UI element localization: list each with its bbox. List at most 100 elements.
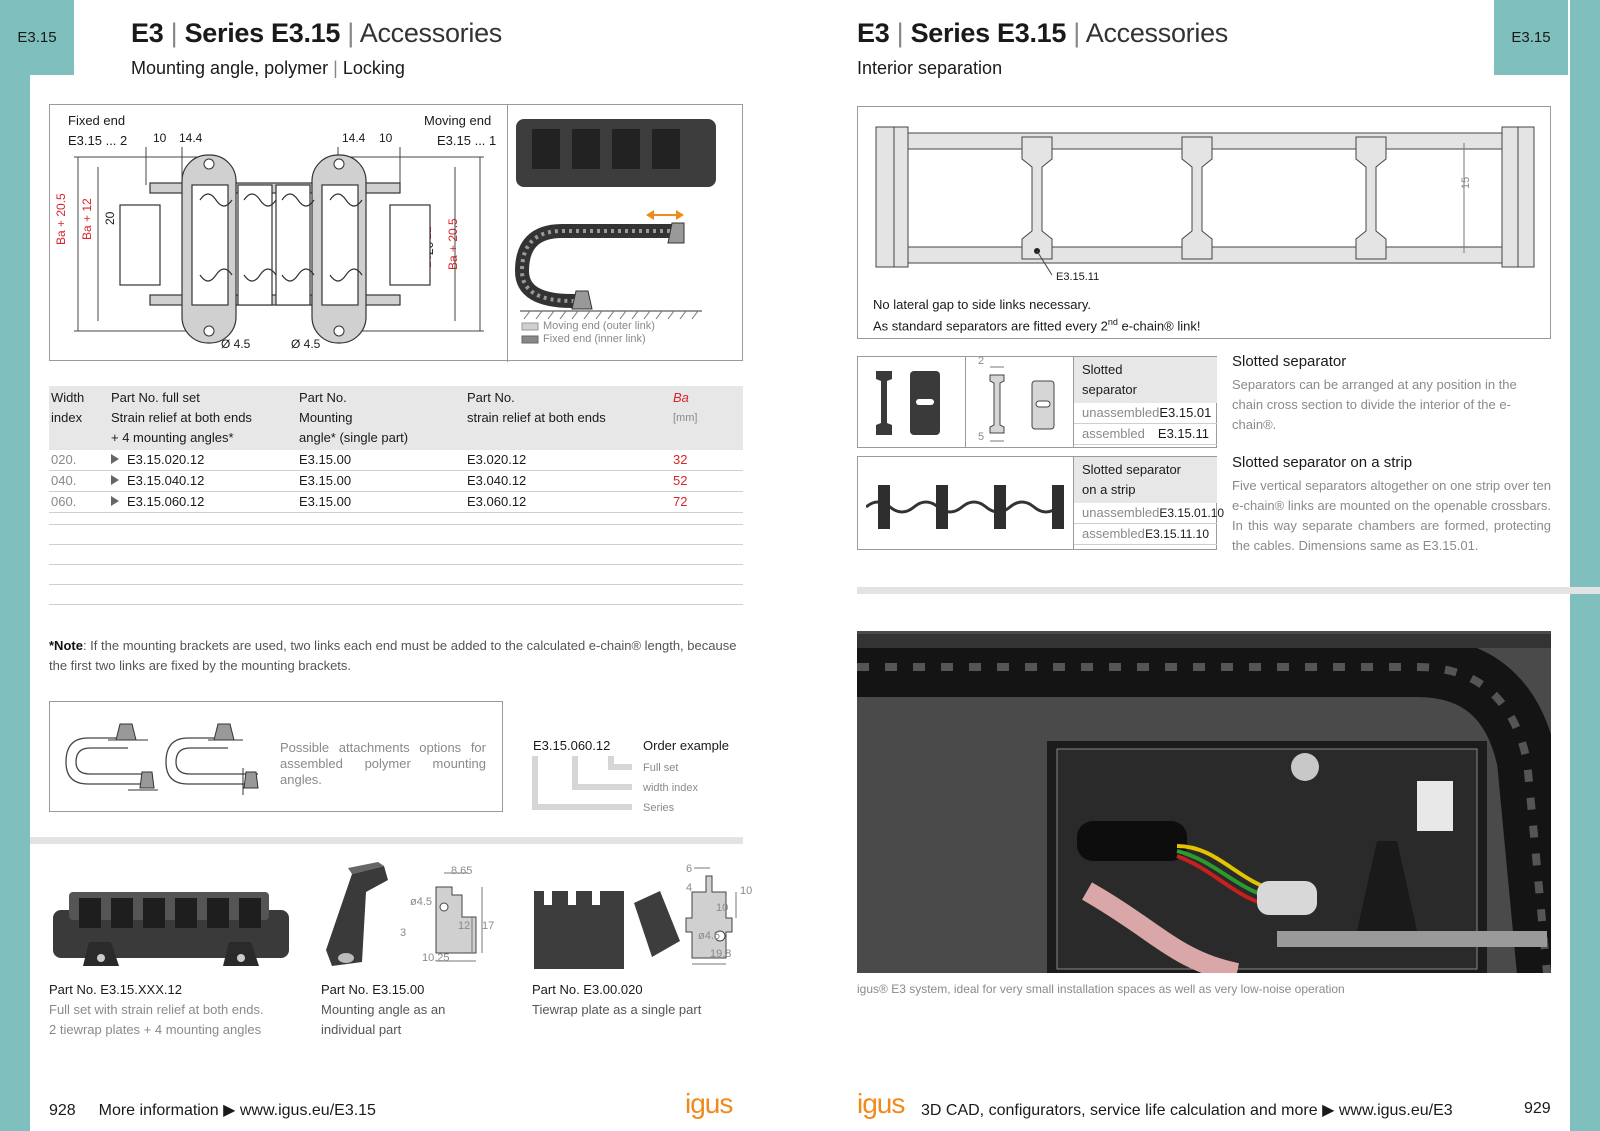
slotted-separator-title: Slotted separator (1232, 353, 1347, 370)
order-width-index-label: width index (643, 782, 699, 794)
dim-label: 10 (740, 885, 753, 897)
legend-fixed-end: Fixed end (inner link) (543, 333, 646, 345)
order-series-label: Series (643, 802, 675, 814)
separator-drawing (875, 126, 1535, 276)
order-example: E3.15.060.12 Order example Full set widt… (530, 738, 740, 818)
fixed-end-label: Fixed end (68, 113, 126, 128)
arrow-icon: ▶ (223, 1102, 236, 1119)
product-description: Mounting angle as an (321, 1002, 446, 1017)
table-row: 020. E3.15.020.12 E3.15.00 E3.020.12 32 (49, 450, 743, 471)
tiewrap-plate-dimension-drawing (685, 867, 737, 965)
right-page-subtitle: Interior separation (857, 58, 1003, 78)
dim-label: Ø 4.5 (221, 337, 251, 351)
dim-label: 6 (686, 863, 693, 875)
dim-label: 17 (482, 920, 495, 932)
e3-system-photo (857, 631, 1551, 973)
divider-bar (30, 837, 743, 844)
dim-label: 5 (978, 431, 985, 443)
photo-caption: igus® E3 system, ideal for very small in… (857, 982, 1345, 996)
dim-label: Ø 4.5 (291, 337, 321, 351)
separator-part-label: E3.15.11 (1056, 271, 1100, 283)
separator-strip-image (866, 485, 1064, 529)
dim-label: 4 (686, 882, 693, 894)
moving-end-label: Moving end (424, 113, 492, 128)
left-page-subtitle: Mounting angle, polymer | Locking (131, 58, 405, 78)
igus-logo: igus (685, 1088, 733, 1119)
chain-top-view-drawing (74, 147, 484, 344)
dim-label: 14.4 (179, 131, 203, 145)
dim-label: 15 (1460, 176, 1472, 189)
separation-note: As standard separators are fitted every … (873, 317, 1201, 334)
attachment-drawing (65, 723, 259, 795)
dim-label: 2 (978, 355, 985, 367)
dim-label: 12 (458, 920, 471, 932)
igus-e3-link[interactable]: 3D CAD, configurators, service life calc… (921, 1102, 1453, 1119)
moving-end-part: E3.15 ... 1 (437, 133, 497, 148)
dim-label: 8.65 (451, 865, 473, 877)
page-number: 928 (49, 1102, 76, 1119)
order-example-title: Order example (643, 738, 729, 753)
arrow-icon: ▶ (1322, 1102, 1335, 1119)
table-row: 040. E3.15.040.12 E3.15.00 E3.040.12 52 (49, 470, 743, 492)
arrow-icon (111, 454, 119, 464)
product-part-no: Part No. E3.15.00 (321, 982, 425, 997)
product-part-no: Part No. E3.15.XXX.12 (49, 982, 182, 997)
note-text: *Note: If the mounting brackets are used… (49, 638, 737, 673)
left-page-title: E3 | Series E3.15 | Accessories (131, 18, 502, 48)
mounting-angle-dimension-drawing (435, 872, 483, 962)
legend-moving-end: Moving end (outer link) (543, 320, 655, 332)
dim-label: 3 (400, 927, 407, 939)
dim-label: ø4.5 (698, 930, 721, 942)
product-part-no: Part No. E3.00.020 (532, 982, 643, 997)
more-information-link[interactable]: More information ▶ www.igus.eu/E3.15 (98, 1102, 376, 1119)
left-footer: 928 More information ▶ www.igus.eu/E3.15 (49, 1100, 376, 1120)
right-section-tab: E3.15 (1494, 0, 1568, 75)
attachment-options-box: Possible attachments options for assembl… (49, 701, 503, 812)
dim-label: 10 (153, 131, 167, 145)
slotted-separator-text: Separators can be arranged at any positi… (1232, 377, 1517, 432)
slotted-separator-image (876, 371, 940, 435)
interior-separation-drawing: 15 E3.15.11 No lateral gap to side links… (857, 106, 1551, 339)
arrow-icon (111, 475, 119, 485)
dim-label: 10.25 (422, 952, 450, 964)
dim-label: 10 (716, 902, 729, 914)
chain-photo-illustration (514, 119, 716, 344)
arrow-icon (111, 496, 119, 506)
attachment-text: Possible attachments options for assembl… (280, 740, 486, 787)
left-section-tab: E3.15 (0, 0, 74, 75)
igus-logo: igus (857, 1088, 905, 1119)
separation-note: No lateral gap to side links necessary. (873, 297, 1091, 312)
product-description: 2 tiewrap plates + 4 mounting angles (49, 1022, 262, 1037)
fixed-end-part: E3.15 ... 2 (68, 133, 128, 148)
product-description: Full set with strain relief at both ends… (49, 1002, 264, 1017)
page-number: 929 (1524, 1100, 1551, 1117)
full-set-image (53, 892, 289, 966)
order-full-set-label: Full set (643, 762, 679, 774)
right-page-title: E3 | Series E3.15 | Accessories (857, 18, 1228, 48)
separator-strip-text: Five vertical separators altogether on o… (1232, 478, 1551, 553)
order-code: E3.15.060.12 (533, 738, 611, 753)
mounting-angle-drawing: Fixed end E3.15 ... 2 Moving end E3.15 .… (49, 104, 743, 362)
dim-label: 10 (379, 131, 393, 145)
product-description: individual part (321, 1022, 402, 1037)
slotted-separator-dimension-drawing (989, 366, 1055, 442)
dim-label: ø4.5 (410, 896, 433, 908)
right-footer: 3D CAD, configurators, service life calc… (921, 1100, 1453, 1120)
dim-label: 19.8 (710, 948, 732, 960)
tiewrap-plate-image (534, 891, 680, 969)
divider-bar (857, 587, 1600, 594)
mounting-angle-image (326, 862, 388, 966)
product-description: Tiewrap plate as a single part (532, 1002, 702, 1017)
dim-label: 14.4 (342, 131, 366, 145)
table-row: 060. E3.15.060.12 E3.15.00 E3.060.12 72 (49, 491, 743, 513)
